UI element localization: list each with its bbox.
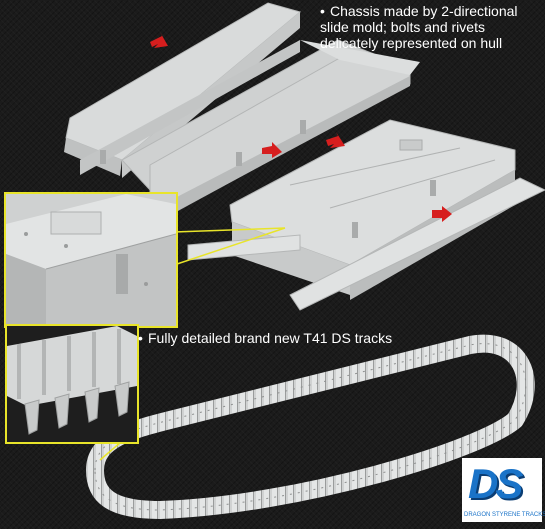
logo-subtext: DRAGON STYRENE TRACKS xyxy=(464,512,545,518)
track-detail-image xyxy=(7,326,137,442)
ds-logo: DS DRAGON STYRENE TRACKS xyxy=(462,458,545,522)
chassis-detail-inset xyxy=(4,192,178,328)
chassis-caption-text: Chassis made by 2-directional slide mold… xyxy=(320,3,518,51)
arrow-upper-right xyxy=(326,132,345,148)
track-loop xyxy=(85,334,535,520)
tracks-caption-text: Fully detailed brand new T41 DS tracks xyxy=(148,330,393,346)
chassis-callout-lines xyxy=(173,227,286,266)
lower-hull-part xyxy=(187,119,545,311)
logo-mark: DS xyxy=(468,460,523,507)
arrow-middle xyxy=(262,142,282,158)
arrow-lower-right xyxy=(432,206,452,222)
chassis-caption: •Chassis made by 2-directional slide mol… xyxy=(320,3,542,51)
tracks-caption: • Fully detailed brand new T41 DS tracks xyxy=(138,330,438,346)
track-detail-inset xyxy=(5,324,139,444)
chassis-detail-image xyxy=(6,194,176,326)
upper-hull-part xyxy=(64,2,420,213)
arrow-upper-left xyxy=(150,32,168,48)
red-direction-arrows xyxy=(150,32,452,222)
caption-bullet: • xyxy=(320,3,325,19)
caption-bullet: • xyxy=(138,330,143,346)
